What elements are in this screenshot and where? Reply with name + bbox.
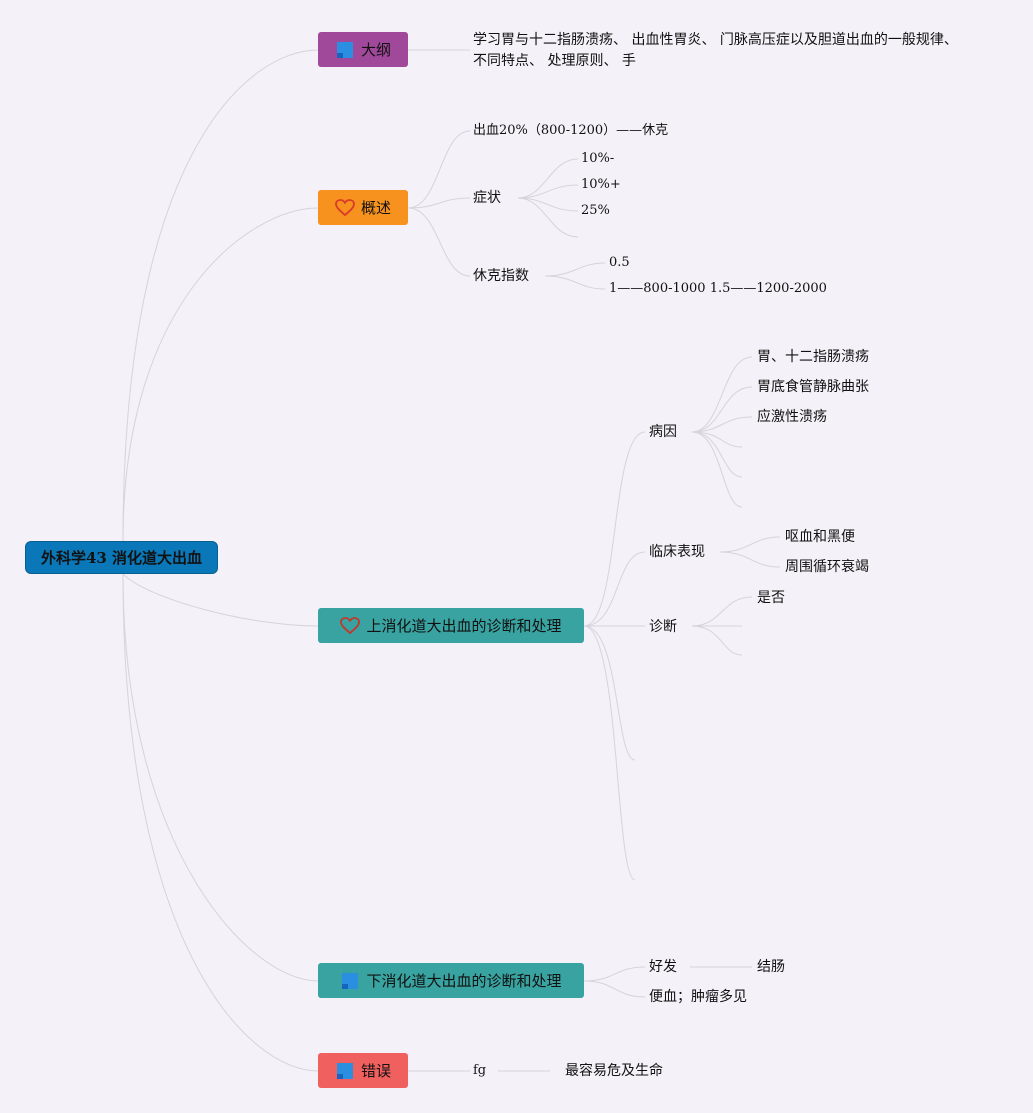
branch-overview[interactable]: 概述 <box>318 190 408 225</box>
branch-error[interactable]: 错误 <box>318 1053 408 1088</box>
lower-prone[interactable]: 好发 <box>649 959 677 975</box>
overview-bleeding[interactable]: 出血20%（800-1200）——休克 <box>473 123 669 138</box>
shock-index-item[interactable]: 0.5 <box>609 255 630 270</box>
upper-diagnosis[interactable]: 诊断 <box>649 619 677 635</box>
flag-icon <box>335 40 355 60</box>
branch-lower-gi[interactable]: 下消化道大出血的诊断和处理 <box>318 963 584 998</box>
overview-symptoms[interactable]: 症状 <box>473 190 501 206</box>
branch-overview-label: 概述 <box>360 199 391 217</box>
branch-outline-label: 大纲 <box>360 41 391 59</box>
upper-clinical[interactable]: 临床表现 <box>649 544 705 560</box>
overview-shock-index[interactable]: 休克指数 <box>473 268 529 284</box>
error-fg-value[interactable]: 最容易危及生命 <box>565 1063 663 1079</box>
clinical-item[interactable]: 周围循环衰竭 <box>785 559 869 575</box>
diagnosis-item[interactable]: 是否 <box>757 590 785 606</box>
branch-upper-gi[interactable]: 上消化道大出血的诊断和处理 <box>318 608 584 643</box>
symptom-item[interactable]: 10%+ <box>581 177 621 192</box>
shock-index-item[interactable]: 1——800-1000 1.5——1200-2000 <box>609 281 827 296</box>
flag-icon <box>335 1061 355 1081</box>
cause-item[interactable]: 胃、十二指肠溃疡 <box>757 349 869 365</box>
symptom-item[interactable]: 25% <box>581 203 610 218</box>
heart-icon <box>335 198 355 218</box>
branch-upper-gi-label: 上消化道大出血的诊断和处理 <box>366 617 562 635</box>
error-fg[interactable]: fg <box>473 1063 487 1078</box>
lower-blood-stool[interactable]: 便血；肿瘤多见 <box>649 989 747 1005</box>
cause-item[interactable]: 胃底食管静脉曲张 <box>757 379 869 395</box>
root-topic-label: 外科学43 消化道大出血 <box>40 549 203 567</box>
clinical-item[interactable]: 呕血和黑便 <box>785 529 855 545</box>
heart-icon <box>340 616 361 636</box>
cause-item[interactable]: 应激性溃疡 <box>757 409 827 425</box>
lower-prone-value[interactable]: 结肠 <box>757 959 785 975</box>
branch-error-label: 错误 <box>360 1062 391 1080</box>
flag-icon <box>340 971 360 991</box>
upper-cause[interactable]: 病因 <box>649 424 677 440</box>
symptom-item[interactable]: 10%- <box>581 151 615 166</box>
branch-outline[interactable]: 大纲 <box>318 32 408 67</box>
outline-text[interactable]: 学习胃与十二指肠溃疡、 出血性胃炎、 门脉高压症以及胆道出血的一般规律、 不同特… <box>473 32 958 69</box>
branch-lower-gi-label: 下消化道大出血的诊断和处理 <box>366 972 562 990</box>
root-topic[interactable]: 外科学43 消化道大出血 <box>25 541 218 574</box>
